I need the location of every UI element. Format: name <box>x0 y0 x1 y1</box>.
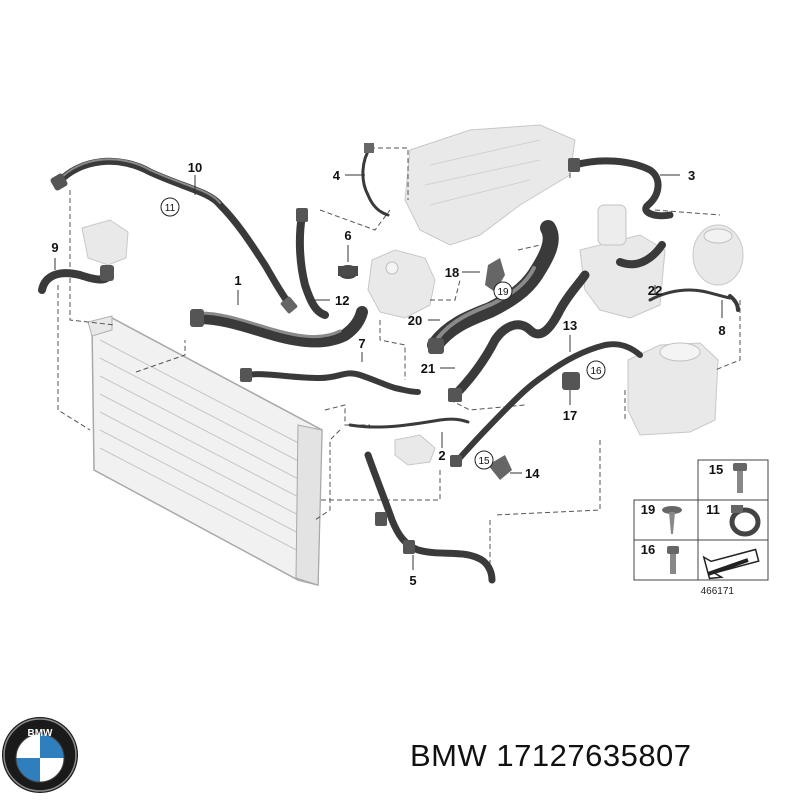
callout-6: 6 <box>344 228 351 243</box>
hose-clamp-icon <box>729 505 761 537</box>
callout-21: 21 <box>421 361 435 376</box>
intake-manifold-ghost <box>404 124 576 246</box>
hose-21 <box>448 270 590 402</box>
callout-3: 3 <box>688 168 695 183</box>
expansion-tank-ghost <box>692 224 744 286</box>
circled-callout-16: 16 <box>586 360 606 380</box>
legend-item-11: 11 <box>706 502 761 537</box>
diagram-reference-number: 466171 <box>701 586 735 597</box>
circled-callout-19: 19 <box>493 281 513 301</box>
legend-item-15: 15 <box>709 462 747 493</box>
filler-neck-ghost <box>81 219 129 266</box>
svg-text:16: 16 <box>590 366 602 377</box>
callout-1: 1 <box>234 273 241 288</box>
valve-ghost <box>394 434 436 466</box>
parts-legend-table: 15 19 11 16 <box>633 459 769 597</box>
hose-10 <box>50 157 298 314</box>
bracket-17 <box>562 372 580 390</box>
callout-12: 12 <box>335 293 349 308</box>
svg-text:11: 11 <box>706 502 720 517</box>
callout-10: 10 <box>188 160 202 175</box>
part-number: 17127635807 <box>496 738 692 773</box>
callout-20: 20 <box>408 313 422 328</box>
legend-item-16: 16 <box>641 542 679 574</box>
hose-12 <box>295 208 329 319</box>
thermostat-housing-ghost <box>367 249 436 319</box>
legend-item-19: 19 <box>641 502 682 534</box>
screw-icon <box>662 506 682 534</box>
pump-housing-ghost <box>579 204 666 319</box>
bmw-logo: BMW <box>2 717 78 793</box>
callout-13: 13 <box>563 318 577 333</box>
bolt-icon <box>733 463 747 493</box>
callout-2: 2 <box>438 448 445 463</box>
callout-9: 9 <box>51 240 58 255</box>
callout-22: 22 <box>648 283 662 298</box>
hose-1 <box>190 306 368 348</box>
hose-7 <box>240 368 421 395</box>
circled-callout-11: 11 <box>160 197 180 217</box>
hose-22 <box>616 241 732 302</box>
circled-callout-15: 15 <box>474 450 494 470</box>
hose-13 <box>450 341 643 467</box>
hose-5 <box>364 451 496 584</box>
hose-2 <box>348 417 470 429</box>
direction-arrow-icon <box>702 548 760 580</box>
svg-text:15: 15 <box>478 456 490 467</box>
bolt-icon <box>667 546 679 574</box>
radiator <box>87 315 323 586</box>
svg-text:19: 19 <box>497 287 509 298</box>
brand-name: BMW <box>410 738 488 773</box>
svg-text:BMW: BMW <box>28 728 54 739</box>
callout-17: 17 <box>563 408 577 423</box>
hose-4 <box>361 143 390 217</box>
callout-14: 14 <box>525 466 540 481</box>
circled-callouts: 11 19 15 16 <box>160 197 606 470</box>
hose-8 <box>728 294 740 312</box>
callout-7: 7 <box>358 336 365 351</box>
svg-text:19: 19 <box>641 502 655 517</box>
bracket-14 <box>488 455 512 480</box>
callout-8: 8 <box>718 323 725 338</box>
hose-20 <box>427 220 559 354</box>
callout-5: 5 <box>409 573 416 588</box>
callout-4: 4 <box>333 168 341 183</box>
part-caption: BMW 17127635807 <box>410 738 692 774</box>
cap-6 <box>338 265 358 279</box>
coolant-reservoir-ghost <box>627 342 719 436</box>
svg-text:11: 11 <box>165 203 176 214</box>
callout-labels: 1 2 3 4 5 6 7 8 9 10 12 13 14 17 18 20 2… <box>51 160 725 588</box>
svg-text:16: 16 <box>641 542 655 557</box>
hose-3 <box>568 157 674 220</box>
callout-18: 18 <box>445 265 459 280</box>
leader-lines <box>54 174 723 570</box>
hose-9 <box>38 265 114 294</box>
svg-text:15: 15 <box>709 462 723 477</box>
